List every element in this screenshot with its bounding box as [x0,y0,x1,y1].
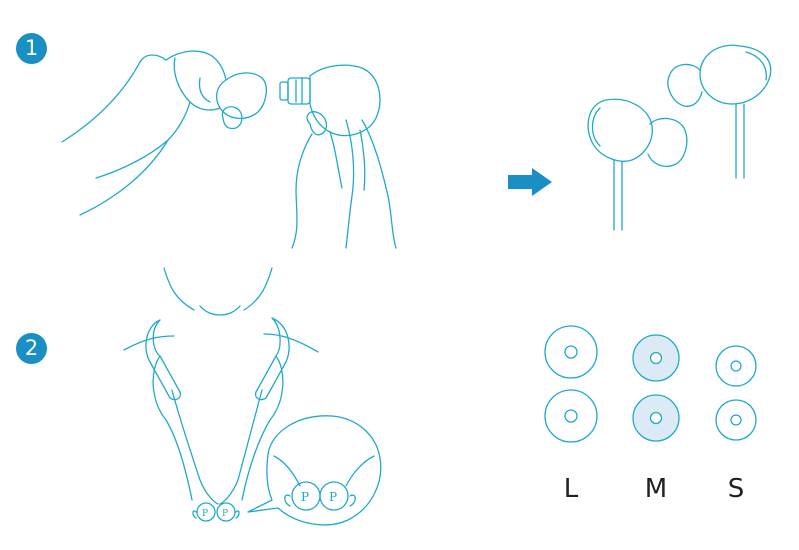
ear-tip-M-2 [633,395,679,441]
earbuds-with-tips [588,45,771,230]
left-hand-with-ear-tip [62,51,266,215]
right-hand-holding-earbud [292,112,396,248]
ear-tip-size-chart [545,326,756,442]
ear-tip-L-1 [545,326,597,378]
size-label-S: S [716,474,756,504]
ear-tip-M-1 [633,335,679,381]
ear-tip-S-2 [716,400,756,440]
svg-text:P: P [301,490,309,504]
arrow-right-icon [508,168,552,196]
neck-with-headset: P P [124,268,318,521]
ear-tip-S-1 [716,346,756,386]
ear-tip-L-2 [545,390,597,442]
size-label-M: M [636,474,676,504]
zoom-callout: P P [248,416,381,525]
svg-text:P: P [222,509,228,519]
svg-text:P: P [329,490,337,504]
svg-text:P: P [202,509,208,519]
size-label-L: L [551,474,591,504]
